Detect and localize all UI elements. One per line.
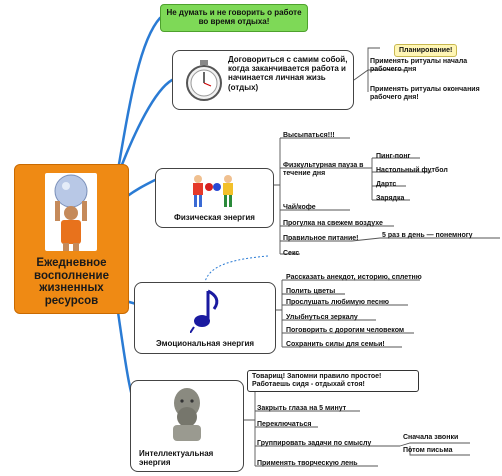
physical-sleep: Высыпаться!!! — [283, 132, 335, 139]
intellectual-close-eyes: Закрыть глаза на 5 минут — [257, 405, 347, 412]
physical-energy-label: Физическая энергия — [174, 213, 255, 222]
physical-energy-branch: Физическая энергия — [155, 168, 274, 228]
intellectual-group: Группировать задачи по смыслу — [257, 440, 372, 447]
connector-green-note — [116, 16, 162, 172]
connector-food — [351, 237, 500, 242]
central-title: Ежедневное восполнение жизненных ресурсо… — [34, 257, 109, 307]
physical-sex: Секс — [283, 250, 300, 257]
food-five-times: 5 раз в день — понемногу — [382, 232, 473, 239]
connector-planning — [353, 47, 404, 92]
stopwatch-icon — [186, 60, 222, 101]
child-with-ball-image — [45, 173, 97, 251]
physical-food: Правильное питание! — [283, 235, 359, 242]
intellectual-energy-branch: Интеллектуальная энергия — [130, 380, 244, 472]
emotional-item-family: Сохранить силы для семьи! — [286, 341, 385, 348]
emotional-item-flowers: Полить цветы — [286, 288, 336, 295]
boxers-icon — [193, 175, 233, 207]
ritual-end: Применять ритуалы окончания рабочего дня… — [370, 86, 480, 101]
connector-physical-items — [274, 137, 394, 255]
emotional-energy-label: Эмоциональная энергия — [155, 339, 255, 348]
group-calls-first: Сначала звонки — [403, 434, 459, 441]
music-note-icon — [190, 289, 219, 333]
pause-table-football: Настольный футбол — [376, 167, 448, 174]
physical-walk: Прогулка на свежем воздухе — [283, 220, 383, 227]
socrates-bust-icon — [173, 388, 201, 441]
emotional-item-joke: Рассказать анекдот, историю, сплетню — [286, 274, 422, 281]
connector-work-branch — [116, 78, 174, 177]
emotional-item-song: Прослушать любимую песню — [286, 299, 390, 306]
connector-group-items — [399, 442, 470, 456]
stand-up-rule-note: Товарищ! Запомни правило простое! Работа… — [247, 370, 419, 393]
physical-pause: Физкультурная пауза в течение дня — [283, 162, 364, 177]
pause-exercise: Зарядка — [376, 195, 405, 202]
rest-note: Не думать и не говорить о работе во врем… — [160, 4, 308, 32]
planning-tag: Планирование! — [394, 44, 458, 57]
emotional-energy-branch: Эмоциональная энергия — [134, 282, 276, 354]
intellectual-energy-label: Интеллектуальная энергия — [139, 449, 214, 468]
ritual-start: Применять ритуалы начала рабочего дня — [370, 58, 468, 73]
work-boundary-text: Договориться с самим собой, когда заканч… — [228, 55, 348, 92]
emotional-item-talk: Поговорить с дорогим человеком — [286, 327, 405, 334]
connector-intellectual-items — [244, 396, 400, 467]
intellectual-switch: Переключаться — [257, 421, 312, 428]
pause-darts: Дартс — [376, 181, 397, 188]
physical-tea: Чай/кофе — [283, 204, 316, 211]
pause-ping-pong: Пинг-понг — [376, 153, 411, 160]
work-boundary-branch — [172, 50, 354, 110]
intellectual-creative-laziness: Применять творческую лень — [257, 460, 358, 467]
group-then-emails: Потом письма — [403, 447, 453, 454]
central-node: Ежедневное восполнение жизненных ресурсо… — [14, 164, 129, 314]
connector-pause-items — [330, 157, 432, 201]
emotional-item-mirror: Улыбнуться зеркалу — [286, 314, 358, 321]
